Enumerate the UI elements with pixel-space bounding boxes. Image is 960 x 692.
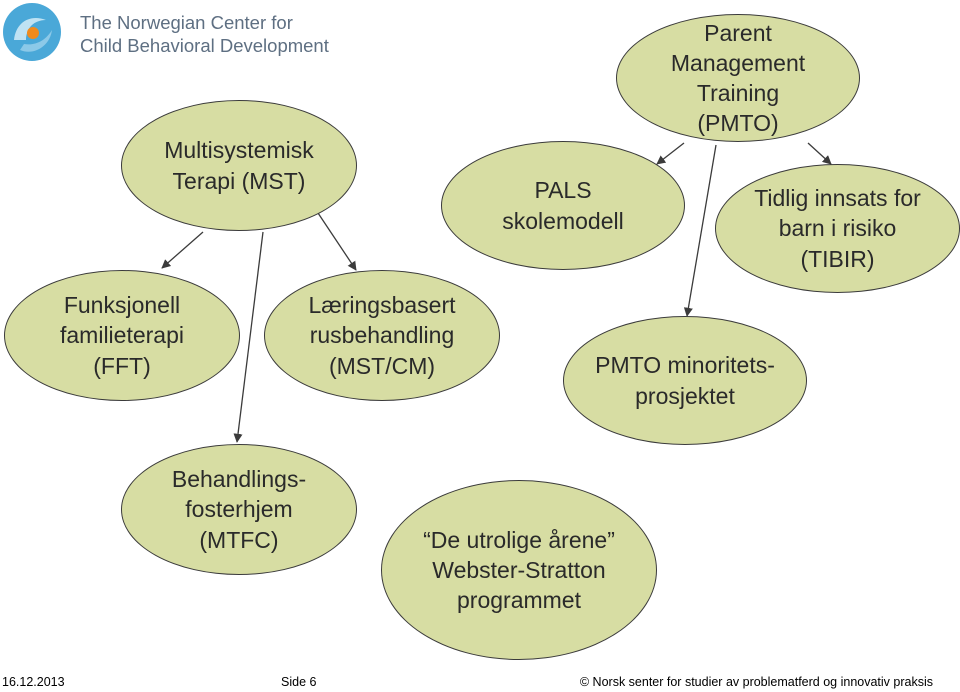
footer-date: 16.12.2013 xyxy=(2,675,65,689)
logo-text-line1: The Norwegian Center for xyxy=(80,12,293,33)
arrow-mst-to-mtfc xyxy=(233,231,264,443)
node-pals: PALS skolemodell xyxy=(441,141,685,270)
node-mst-label: Multisystemisk Terapi (MST) xyxy=(164,137,314,194)
node-tibir: Tidlig innsats for barn i risiko (TIBIR) xyxy=(715,164,960,293)
node-mstcm: Læringsbasert rusbehandling (MST/CM) xyxy=(264,270,500,401)
arrow-pmto-to-tibir xyxy=(807,142,832,165)
node-mstcm-label: Læringsbasert rusbehandling (MST/CM) xyxy=(308,292,456,379)
node-mtfc-label: Behandlings- fosterhjem (MTFC) xyxy=(171,466,307,553)
footer-page-number: Side 6 xyxy=(281,675,317,689)
node-webster-stratton-label: “De utrolige årene” Webster-Stratton pro… xyxy=(423,526,615,614)
node-pals-label: PALS skolemodell xyxy=(502,177,624,234)
node-mtfc: Behandlings- fosterhjem (MTFC) xyxy=(121,444,357,575)
node-pmto-minority: PMTO minoritets- prosjektet xyxy=(563,316,807,445)
arrow-pmto-to-minority xyxy=(683,144,717,317)
node-pmto-minority-label: PMTO minoritets- prosjektet xyxy=(595,352,775,409)
node-webster-stratton: “De utrolige årene” Webster-Stratton pro… xyxy=(381,480,657,660)
arrow-mst-to-fft xyxy=(161,231,204,269)
node-mst: Multisystemisk Terapi (MST) xyxy=(121,100,357,231)
node-pmto: Parent Management Training (PMTO) xyxy=(616,14,860,142)
node-tibir-label: Tidlig innsats for barn i risiko (TIBIR) xyxy=(754,185,921,272)
arrow-pmto-to-pals xyxy=(656,142,685,165)
logo-swirl-icon xyxy=(3,3,61,61)
footer-copyright: © Norsk senter for studier av problematf… xyxy=(579,675,933,689)
node-fft-label: Funksjonell familieterapi (FFT) xyxy=(60,292,184,379)
node-pmto-label: Parent Management Training (PMTO) xyxy=(670,19,806,137)
logo: The Norwegian Center for Child Behaviora… xyxy=(0,0,340,70)
node-fft: Funksjonell familieterapi (FFT) xyxy=(4,270,240,401)
logo-text-line2: Child Behavioral Development xyxy=(80,35,329,56)
arrow-mst-to-mstcm xyxy=(315,209,357,271)
